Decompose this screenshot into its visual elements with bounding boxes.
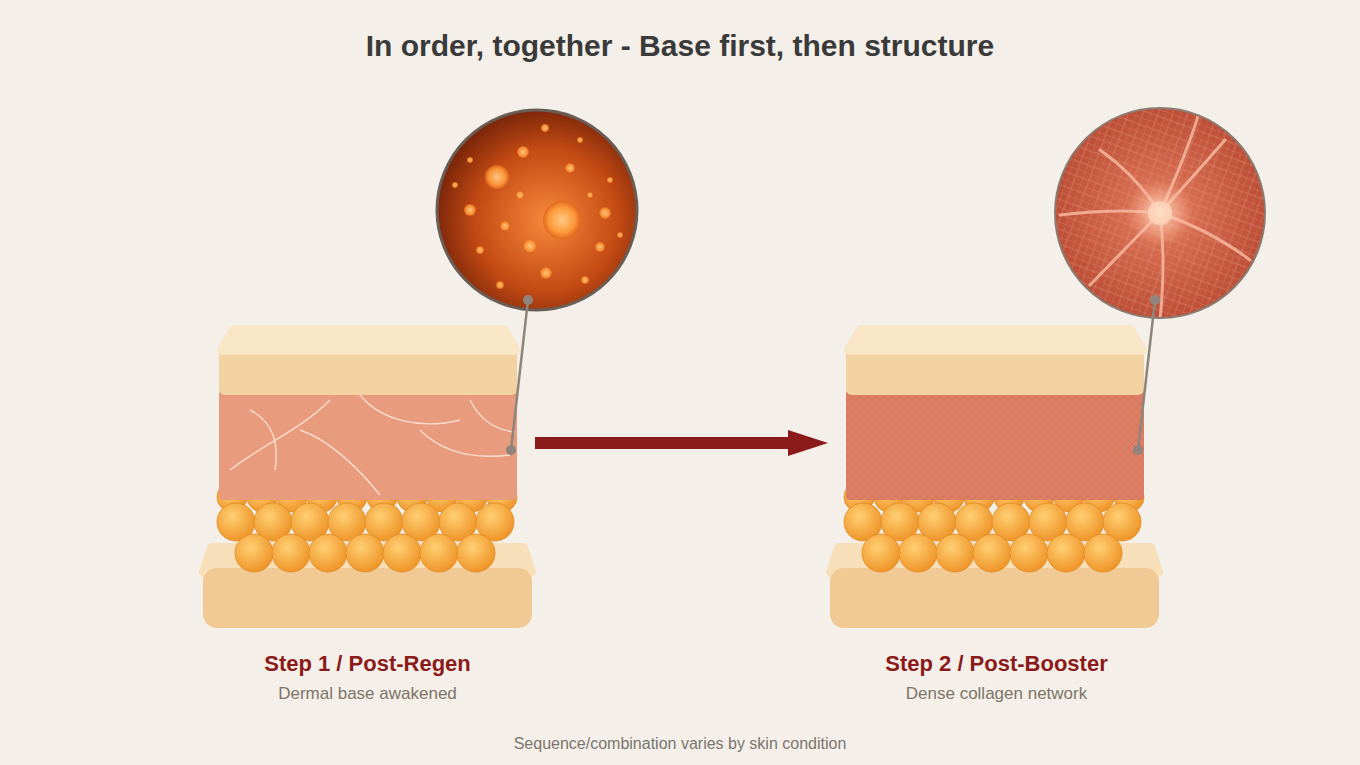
fat-cell xyxy=(272,534,310,572)
cell-bubble xyxy=(587,192,593,198)
flow-arrow xyxy=(535,430,828,456)
cell-bubble xyxy=(543,201,581,239)
step-description: Dermal base awakened xyxy=(278,682,457,706)
fat-cell xyxy=(457,534,495,572)
cell-bubble xyxy=(541,124,549,132)
fat-cell xyxy=(1047,534,1085,572)
step-heading: Step 1 / Post-Regen xyxy=(264,650,471,678)
fiber-line xyxy=(230,400,330,470)
cell-bubble xyxy=(517,146,529,158)
cell-bubble xyxy=(595,242,605,252)
fiber-line xyxy=(470,400,515,432)
fat-cell xyxy=(899,534,937,572)
step-heading: Step 2 / Post-Booster xyxy=(885,650,1107,678)
collagen-texture xyxy=(846,390,1144,500)
fat-cell xyxy=(235,534,273,572)
diagram-title: In order, together - Base first, then st… xyxy=(0,26,1360,66)
caption-note: Sequence/combination varies by skin cond… xyxy=(0,733,1360,755)
fat-cell xyxy=(973,534,1011,572)
cell-bubble xyxy=(617,232,623,238)
fat-cell xyxy=(1084,534,1122,572)
arrow-head xyxy=(788,430,828,456)
cell-bubble xyxy=(467,157,473,163)
base-layer xyxy=(830,568,1159,628)
cell-bubble xyxy=(607,177,613,183)
epidermis-layer xyxy=(222,330,515,350)
fat-cell xyxy=(862,534,900,572)
cell-bubble xyxy=(581,276,589,284)
cell-bubble xyxy=(577,137,583,143)
skin-block xyxy=(830,330,1159,628)
fat-cell xyxy=(420,534,458,572)
fat-cell xyxy=(346,534,384,572)
fat-cell xyxy=(309,534,347,572)
magnifier-circle xyxy=(437,110,637,455)
epidermis-layer xyxy=(849,330,1142,350)
arrow-shaft xyxy=(535,437,788,449)
cell-bubble xyxy=(565,163,575,173)
fiber-line xyxy=(360,395,460,424)
cell-bubble xyxy=(516,191,524,199)
cell-bubble xyxy=(452,182,458,188)
step-panel: Step 2 / Post-BoosterDense collagen netw… xyxy=(828,320,1165,712)
fat-cell xyxy=(936,534,974,572)
fat-cell xyxy=(383,534,421,572)
magnifier-circle xyxy=(1050,105,1270,455)
step-panel: Step 1 / Post-RegenDermal base awakened xyxy=(200,320,535,712)
cell-bubble xyxy=(599,207,611,219)
cell-bubble xyxy=(523,239,537,253)
cell-bubble xyxy=(500,221,510,231)
fiber-line xyxy=(420,430,510,456)
cell-bubble xyxy=(464,204,476,216)
fat-cell xyxy=(1010,534,1048,572)
cell-bubble xyxy=(496,281,504,289)
base-layer xyxy=(203,568,532,628)
cell-bubble xyxy=(540,267,552,279)
dermis-layer xyxy=(219,390,517,500)
dermis-layer xyxy=(846,390,1144,500)
fiber-line xyxy=(250,410,276,470)
cell-bubble xyxy=(485,165,509,189)
fiber-line xyxy=(300,430,380,495)
step-description: Dense collagen network xyxy=(906,682,1087,706)
skin-block xyxy=(203,330,532,628)
cell-bubble xyxy=(476,246,484,254)
